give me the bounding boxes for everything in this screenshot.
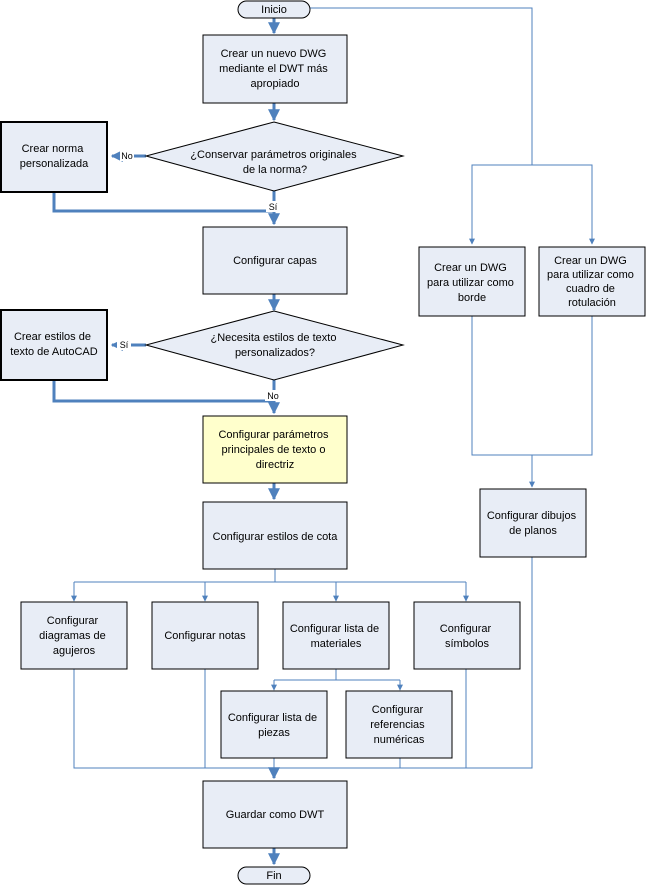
node-crear-estilos-texto-label: Crear estilos de texto de AutoCAD xyxy=(10,331,97,358)
edge-estilos-merge xyxy=(52,380,274,403)
edge-label-no-estilos: No xyxy=(267,391,279,401)
node-config-diagramas: Configurar diagramas de agujeros xyxy=(20,601,128,670)
node-config-dibujos-planos-label: Configurar dibujos de planos xyxy=(487,510,579,537)
node-crear-norma: Crear norma personalizada xyxy=(0,121,108,193)
edge-label-no-conservar: No xyxy=(121,151,133,161)
edge-split-rotulacion xyxy=(532,164,595,245)
node-config-lista-materiales: Configurar lista de materiales xyxy=(282,601,390,670)
node-crear-dwg: Crear un nuevo DWG mediante el DWT más a… xyxy=(202,34,348,104)
edge-cota-fan xyxy=(74,569,466,583)
edge-materiales-fan xyxy=(274,669,400,681)
edge-rotulacion-merge xyxy=(532,316,593,456)
node-config-params-texto-label: Configurar parámetros principales de tex… xyxy=(218,429,331,471)
node-fin-label: Fin xyxy=(266,870,281,882)
node-inicio: Inicio xyxy=(237,0,311,19)
node-crear-dwg-borde: Crear un DWG para utilizar como borde xyxy=(418,246,526,317)
node-config-lista-piezas-label: Configurar lista de piezas xyxy=(228,712,320,739)
node-config-diagramas-label: Configurar diagramas de agujeros xyxy=(39,615,109,657)
node-config-capas-label: Configurar capas xyxy=(233,255,317,267)
node-config-referencias: Configurar referencias numéricas xyxy=(345,690,453,759)
edge-diagramas-down xyxy=(73,669,275,769)
node-config-estilos-cota-label: Configurar estilos de cota xyxy=(213,531,339,543)
node-crear-estilos-texto: Crear estilos de texto de AutoCAD xyxy=(0,309,108,381)
node-crear-dwg-borde-label: Crear un DWG para utilizar como borde xyxy=(427,262,517,304)
node-config-simbolos-label: Configurar símbolos xyxy=(440,623,494,650)
node-guardar: Guardar como DWT xyxy=(202,780,348,849)
node-inicio-label: Inicio xyxy=(261,4,287,16)
node-fin: Fin xyxy=(237,866,311,885)
node-necesita-estilos-label: ¿Necesita estilos de texto personalizado… xyxy=(210,332,339,359)
node-crear-dwg-rotulacion: Crear un DWG para utilizar como cuadro d… xyxy=(538,246,646,317)
edge-label-si-conservar: Sí xyxy=(269,202,278,212)
node-conservar: ¿Conservar parámetros originales de la n… xyxy=(144,121,405,192)
edge-label-si-estilos: Sí xyxy=(120,340,129,350)
node-config-lista-materiales-label: Configurar lista de materiales xyxy=(290,623,382,650)
node-crear-dwg-rotulacion-label: Crear un DWG para utilizar como cuadro d… xyxy=(547,255,637,309)
node-conservar-label: ¿Conservar parámetros originales de la n… xyxy=(190,149,359,176)
edge-norma-merge xyxy=(52,192,274,213)
node-config-lista-piezas: Configurar lista de piezas xyxy=(220,690,328,759)
edge-dibujos-down xyxy=(275,557,533,769)
node-config-estilos-cota: Configurar estilos de cota xyxy=(202,501,348,570)
node-crear-norma-label: Crear norma personalizada xyxy=(20,143,89,170)
node-config-capas: Configurar capas xyxy=(202,226,348,295)
edge-borde-merge xyxy=(471,316,532,456)
node-config-notas-label: Configurar notas xyxy=(164,630,246,642)
node-config-params-texto: Configurar parámetros principales de tex… xyxy=(202,415,348,484)
node-config-referencias-label: Configurar referencias numéricas xyxy=(370,704,427,746)
node-guardar-label: Guardar como DWT xyxy=(226,809,325,821)
node-necesita-estilos: ¿Necesita estilos de texto personalizado… xyxy=(144,310,405,381)
node-config-notas: Configurar notas xyxy=(151,601,259,670)
node-config-simbolos: Configurar símbolos xyxy=(413,601,521,670)
node-crear-dwg-label: Crear un nuevo DWG mediante el DWT más a… xyxy=(219,48,331,90)
node-config-dibujos-planos: Configurar dibujos de planos xyxy=(479,488,587,558)
